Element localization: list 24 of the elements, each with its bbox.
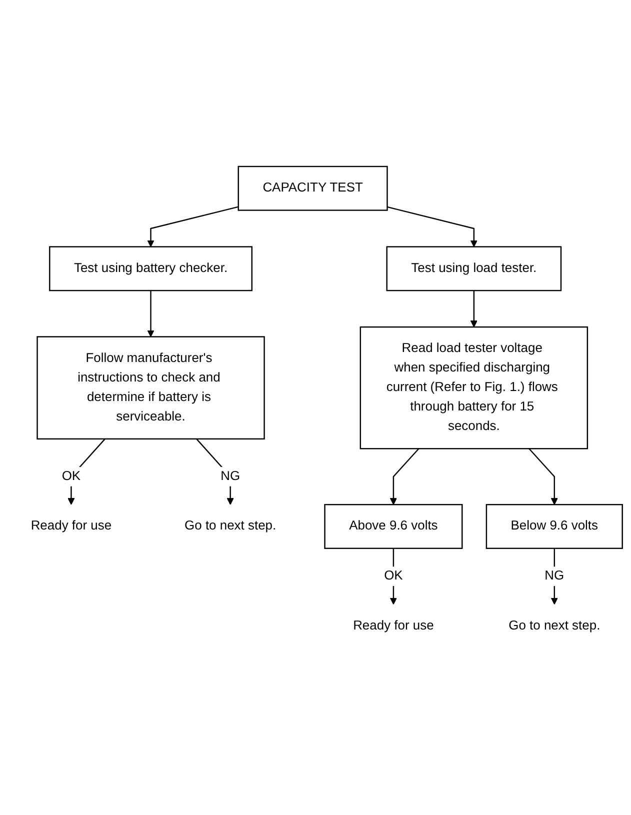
edge-label: NG <box>220 470 240 484</box>
node-text: Go to next step. <box>184 519 276 534</box>
arrow <box>528 448 558 506</box>
node-box: Above 9.6 volts <box>324 504 463 550</box>
arrow <box>147 290 154 338</box>
arrow <box>68 438 106 506</box>
arrow <box>470 290 478 328</box>
node-box: Follow manufacturer's instructions to check and determine if battery is serviceable. <box>36 336 265 440</box>
edge-label: OK <box>384 569 403 584</box>
arrow <box>147 206 239 248</box>
edge-label: OK <box>62 470 81 484</box>
arrow <box>390 448 420 506</box>
node-box: Test using battery checker. <box>49 246 252 292</box>
node-box: CAPACITY TEST <box>238 166 388 212</box>
node-text: Ready for use <box>30 519 112 534</box>
arrow <box>387 206 478 248</box>
node-box: Test using load tester. <box>386 246 562 292</box>
node-box: Below 9.6 volts <box>486 504 623 550</box>
arrow <box>550 548 558 605</box>
edge-label: NG <box>544 569 564 584</box>
node-text: Ready for use <box>353 619 434 633</box>
node-text: Go to next step. <box>508 619 600 633</box>
node-box: Read load tester voltage when specified discharging current (Refer to Fig. 1.) flows through battery for 15 seconds. <box>360 326 588 450</box>
arrow <box>196 438 234 506</box>
